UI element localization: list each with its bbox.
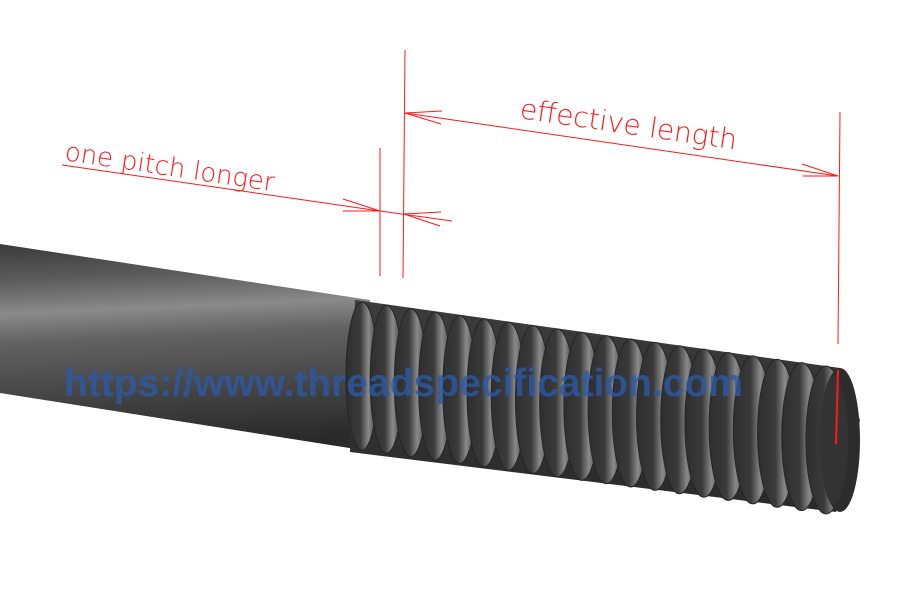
one-pitch-longer-label: one pitch longer [63,137,277,198]
extension-line-effective-start [402,49,406,279]
watermark-url: https://www.threadspecification.com [64,362,743,405]
effective-length-dimension-line [404,112,839,177]
extension-line-effective-end [837,111,841,345]
one-pitch-dimension-line [61,164,381,212]
end-marker-line [835,369,839,445]
dimension-lines [61,49,841,445]
arrowhead-icon [404,110,443,114]
threaded-section [345,300,860,515]
rod-shaft [0,244,370,450]
arrowhead-icon [801,163,839,177]
arrowhead-icon [342,198,381,212]
effective-length-label: effective length [518,92,739,156]
